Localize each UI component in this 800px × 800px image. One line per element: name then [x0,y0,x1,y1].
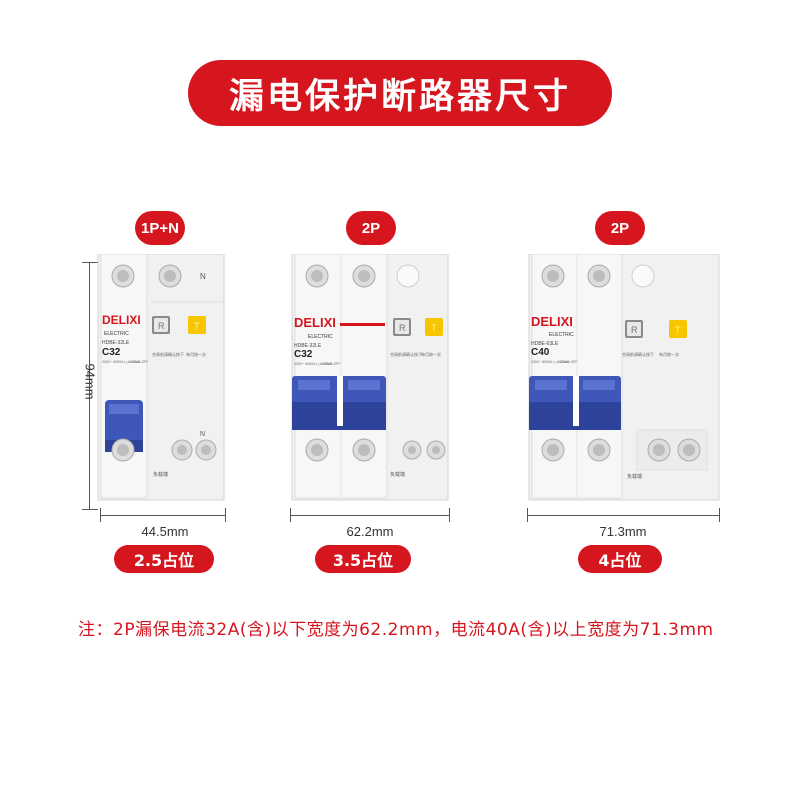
brand-sub: ELECTRIC [104,331,129,337]
brand-sub: ELECTRIC [308,334,333,340]
monthly-hint-text: 每月按一次 [659,351,679,357]
brand-logo: DELIXI [531,314,573,329]
reset-button-label: R [631,325,638,335]
specs-text: 230V~ 6000A I△n 30mA [294,362,332,366]
top-n-letter: N [200,272,206,281]
load-text: 负载端 [390,471,405,478]
test-button-label: T [194,321,200,331]
reset-button-label: R [399,323,406,333]
monthly-hint-text: 每月按一次 [186,351,206,357]
specs-text: 230V~ 6000A I△n 30mA [531,360,569,364]
test-hint-text: 合闸前请确认按下 [622,351,654,357]
width-label-1: 44.5mm [141,524,189,539]
model-text: HDBE-32LE [102,340,130,346]
rating-text: C32 [294,349,313,360]
test-hint-text: 合闸前请确认按下 [152,351,184,357]
page-title: 漏电保护断路器尺寸 [188,60,612,126]
width-dimension-3 [527,508,720,522]
slot-pill-1: 2.5占位 [114,545,214,573]
pole-badge-3: 2P [595,211,645,245]
rating-text: C40 [531,347,550,358]
model-text: HDBE-32LE [294,343,322,349]
brand-logo: DELIXI [294,315,336,330]
specs2-text: 1-ON 0-OFF [321,362,340,366]
pole-badge-2: 2P [346,211,396,245]
bottom-n-letter: N [200,431,205,438]
specs2-text: 1-ON 0-OFF [558,360,577,364]
width-label-3: 71.3mm [599,524,647,539]
test-button-label: T [431,323,437,333]
height-dimension: 94mm [80,262,100,510]
width-dimension-2 [290,508,450,522]
brand-sub: ELECTRIC [549,332,574,338]
monthly-hint-text: 每月按一次 [421,351,441,357]
breaker-2p-62: DELIXI ELECTRIC HDBE-32LE C32 230V~ 6000… [291,254,449,501]
breaker-2p-71: DELIXI ELECTRIC HDBE-63LE C40 230V~ 6000… [528,254,720,501]
slot-pill-2: 3.5占位 [315,545,411,573]
slot-pill-3: 4占位 [578,545,662,573]
breaker-1p-n: N DELIXI ELECTRIC HDBE-32LE C32 230V~ 60… [97,254,225,501]
brand-logo: DELIXI [102,313,141,327]
load-text: 负载端 [153,471,168,478]
load-text: 负载端 [627,473,642,480]
specs-text: 230V~ 6000A I△n 30mA [102,360,140,364]
reset-button-label: R [158,321,165,331]
rating-text: C32 [102,347,121,358]
width-dimension-1 [100,508,226,522]
specs2-text: 1-ON 0-OFF [129,360,148,364]
footnote: 注：2P漏保电流32A(含)以下宽度为62.2mm，电流40A(含)以上宽度为7… [78,620,714,640]
test-hint-text: 合闸前请确认按下 [390,351,422,357]
test-button-label: T [675,325,681,335]
model-text: HDBE-63LE [531,341,559,347]
pole-badge-1: 1P+N [135,211,185,245]
width-label-2: 62.2mm [346,524,394,539]
